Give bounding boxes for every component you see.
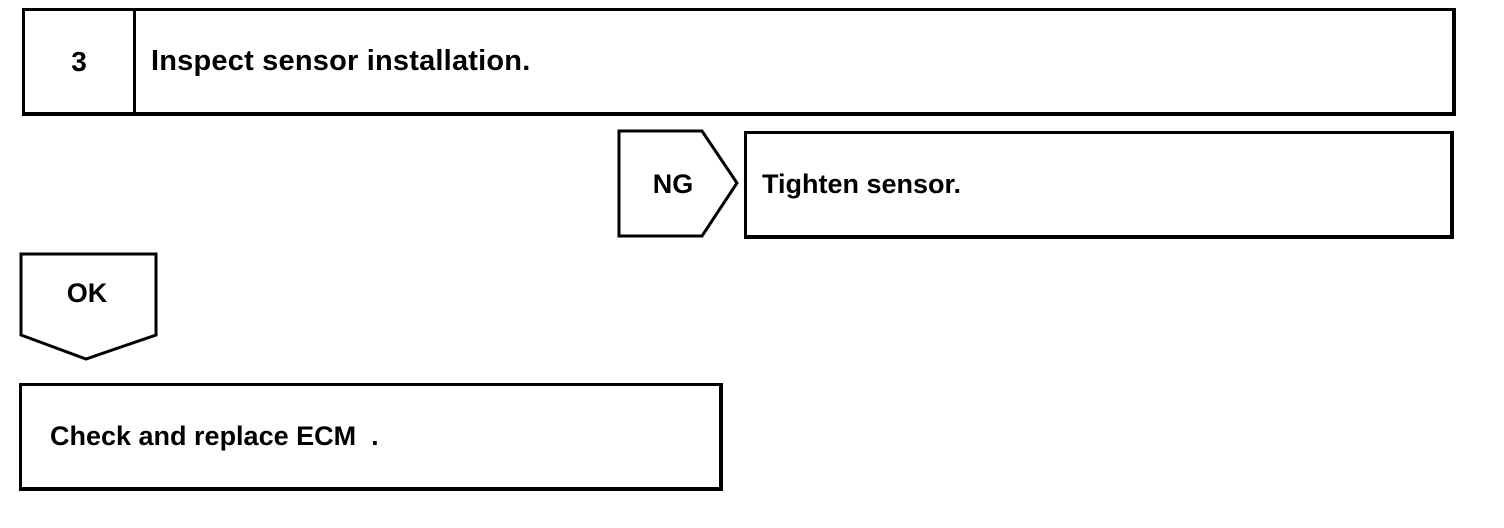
step-title: Inspect sensor installation. [151, 45, 531, 77]
ng-label: NG [652, 168, 694, 199]
ok-action-text: Check and replace ECM . [50, 421, 379, 451]
ng-action-box: Tighten sensor. [744, 131, 1454, 239]
ok-action-box: Check and replace ECM . [19, 383, 723, 491]
step-box: 3 Inspect sensor installation. [22, 8, 1456, 116]
step-number: 3 [25, 11, 136, 112]
ok-arrow-icon [19, 252, 158, 361]
ng-action-text: Tighten sensor. [762, 169, 962, 199]
ok-label: OK [66, 277, 108, 308]
ng-arrow-icon [617, 129, 739, 238]
